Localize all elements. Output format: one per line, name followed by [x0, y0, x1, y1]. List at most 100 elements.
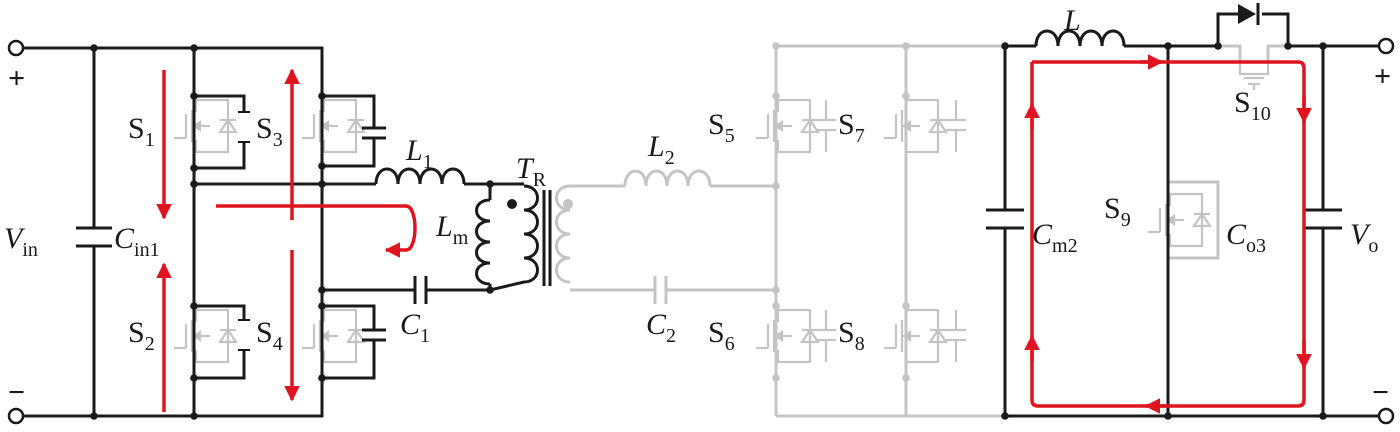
terminal-vo-plus: [1377, 37, 1395, 55]
junction-dot: [1001, 412, 1009, 420]
terminals: [7, 37, 1395, 425]
switch-s4: [302, 308, 367, 364]
junction-dot-inactive: [902, 42, 910, 50]
junction-dot: [318, 92, 326, 100]
secondary-side: [555, 44, 1288, 418]
tr-primary-dot: [507, 199, 517, 209]
tr-secondary-winding: [555, 184, 571, 284]
label-l: L: [1063, 4, 1081, 37]
junction-dot-inactive: [902, 374, 910, 382]
l-inductor: [1034, 29, 1126, 47]
junction-dot: [190, 412, 198, 420]
junction-dot: [318, 180, 326, 188]
junction-dot: [1164, 412, 1172, 420]
label-s1: S1: [128, 112, 155, 151]
terminal-vo-minus: [1377, 407, 1395, 425]
flow-loop-output: [1030, 60, 1306, 408]
l2-inductor: [623, 169, 712, 187]
switch-s9: [1148, 192, 1213, 248]
cap-s4: [362, 328, 386, 342]
junction-dot: [318, 374, 326, 382]
junction-dot-inactive: [772, 182, 780, 190]
secondary-snubber-caps: [816, 100, 966, 362]
junction-dot: [318, 162, 326, 170]
switch-s1: [174, 98, 239, 154]
label-s5: S5: [708, 108, 735, 147]
label-l2: L2: [647, 130, 675, 169]
labels: + − + − Vin Cin1 S1 S2 S3 S4 L1 Lm C1 TR…: [4, 4, 1391, 409]
junction-dot: [190, 302, 198, 310]
junction-dot-inactive: [772, 92, 780, 100]
label-s7: S7: [838, 108, 865, 147]
flow-arrow-primary-loop: [216, 204, 417, 258]
label-l1: L1: [405, 134, 433, 173]
input-top-rail: [22, 46, 324, 78]
current-flow-paths: [156, 54, 1312, 414]
junction-dot-inactive: [772, 302, 780, 310]
switch-s10: [1238, 62, 1270, 90]
label-s8: S8: [838, 316, 865, 355]
junction-dot: [1319, 412, 1327, 420]
junction-dot: [318, 302, 326, 310]
terminal-vin-plus: [7, 39, 25, 57]
c1-capacitor: [413, 276, 428, 304]
junction-dot-inactive: [772, 42, 780, 50]
junction-dot-inactive: [902, 302, 910, 310]
junction-dot: [1284, 42, 1292, 50]
label-c2: C2: [646, 308, 676, 347]
junction-dot: [486, 286, 494, 294]
vin-plus-sign: +: [8, 62, 25, 95]
vin-minus-sign: −: [8, 376, 25, 409]
junction-dot-inactive: [772, 374, 780, 382]
active-wiring: [22, 12, 1380, 418]
junction-dot: [318, 286, 326, 294]
terminal-vin-minus: [7, 407, 25, 425]
junction-dot: [486, 180, 494, 188]
label-lm: Lm: [435, 210, 469, 249]
label-vo: Vo: [1350, 218, 1378, 257]
transformer-core: [542, 190, 552, 286]
junction-dot: [190, 180, 198, 188]
junction-dot: [90, 412, 98, 420]
label-vin: Vin: [4, 222, 38, 261]
c2-capacitor: [653, 276, 668, 304]
junction-dot: [190, 164, 198, 172]
junction-dot: [1164, 42, 1172, 50]
switch-s5: [756, 98, 821, 154]
switch-s7: [884, 98, 949, 154]
junction-dots: [90, 42, 1327, 420]
label-co3: Co3: [1226, 218, 1266, 257]
junction-dot: [90, 44, 98, 52]
cap-s3: [362, 126, 386, 140]
label-tr: TR: [516, 152, 547, 191]
tr-secondary-dot: [563, 199, 573, 209]
label-c1: C1: [400, 308, 430, 347]
vo-plus-sign: +: [1374, 60, 1391, 93]
label-cin1: Cin1: [114, 222, 160, 261]
junction-dot: [1214, 42, 1222, 50]
label-s6: S6: [708, 316, 735, 355]
junction-dot: [190, 92, 198, 100]
label-s2: S2: [128, 316, 155, 355]
junction-dot: [190, 374, 198, 382]
output-diode: [1238, 3, 1260, 25]
tr-primary-winding: [489, 184, 539, 292]
inactive-switches: [174, 62, 1270, 364]
switch-s3: [302, 98, 367, 154]
co3-capacitor: [1304, 208, 1342, 230]
l1-inductor: [374, 167, 466, 185]
label-cm2: Cm2: [1032, 218, 1078, 257]
label-s9: S9: [1104, 192, 1131, 231]
label-s3: S3: [256, 112, 283, 151]
junction-dot: [190, 44, 198, 52]
input-bottom-rail: [22, 392, 324, 418]
switch-s2: [174, 308, 239, 364]
junction-dot-inactive: [772, 286, 780, 294]
junction-dot: [1001, 42, 1009, 50]
junction-dot-inactive: [902, 92, 910, 100]
vo-minus-sign: −: [1372, 376, 1389, 409]
cin1-capacitor: [76, 226, 112, 248]
switch-s8: [884, 308, 949, 364]
